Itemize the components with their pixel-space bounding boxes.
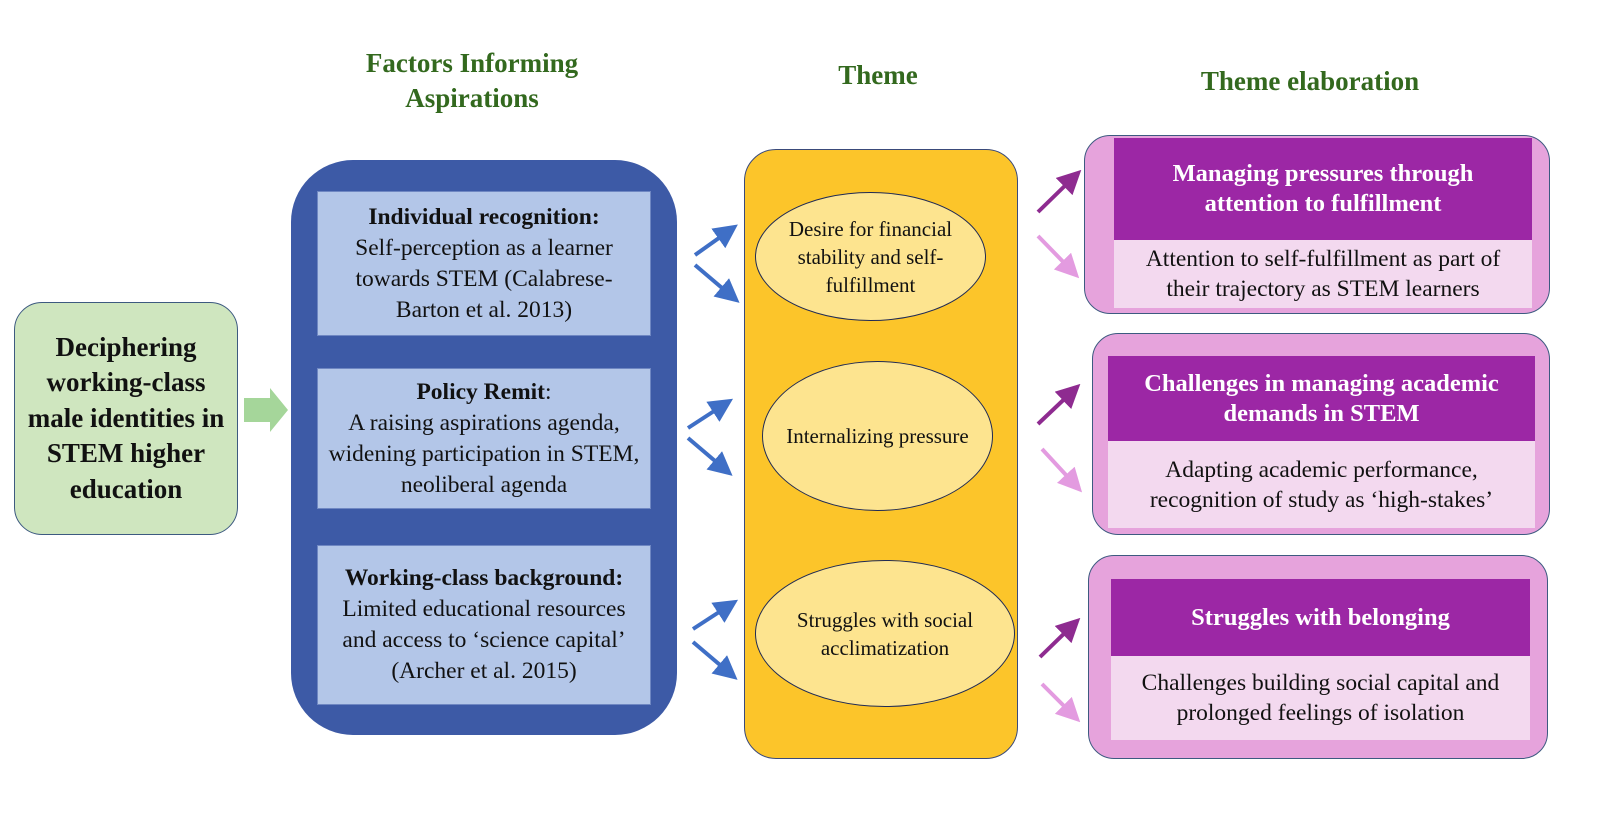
source-box: Deciphering working-class male identitie…: [14, 302, 238, 535]
factor-title: Individual recognition:: [368, 203, 600, 230]
factor-text: Limited educational resources and access…: [342, 596, 626, 684]
theme-text: Internalizing pressure: [786, 424, 969, 448]
factor-text: A raising aspirations agenda, widening p…: [328, 409, 640, 498]
arrow-up-icon: [691, 599, 739, 631]
factor-box-policy-remit: Policy Remit: A raising aspirations agen…: [317, 368, 651, 509]
factor-title-suffix: :: [545, 378, 552, 405]
arrow-up-icon: [1038, 617, 1081, 659]
factor-title: Policy Remit: [416, 378, 546, 405]
arrow-up-icon: [693, 224, 738, 257]
input-arrow-icon: [244, 388, 288, 432]
heading-theme: Theme: [838, 60, 918, 90]
elaboration-header: Managing pressures through attention to …: [1114, 138, 1532, 240]
arrow-down-icon: [691, 640, 738, 680]
elaboration-text: Adapting academic performance, recogniti…: [1149, 456, 1494, 513]
factor-text: Self-perception as a learner towards STE…: [355, 234, 613, 323]
arrow-up-icon: [1036, 169, 1082, 214]
elaboration-title: Challenges in managing academic demands …: [1144, 369, 1499, 427]
arrow-down-icon: [686, 436, 733, 476]
factor-title: Working-class background:: [344, 565, 624, 591]
elaboration-body: Attention to self-fulfillment as part of…: [1114, 240, 1532, 308]
theme-oval-social-acclimatization: Struggles with social acclimatization: [755, 560, 1015, 707]
theme-oval-financial-stability: Desire for financial stability and self-…: [755, 192, 986, 321]
elaboration-header: Struggles with belonging: [1111, 579, 1530, 656]
factor-box-working-class-background: Working-class background: Limited educat…: [317, 545, 651, 705]
factor-box-individual-recognition: Individual recognition: Self-perception …: [317, 191, 651, 336]
arrow-down-icon: [1040, 682, 1081, 723]
arrow-down-icon: [693, 263, 740, 303]
elaboration-title: Struggles with belonging: [1191, 603, 1450, 631]
arrow-up-icon: [1036, 383, 1081, 426]
heading-elaboration: Theme elaboration: [1200, 66, 1420, 96]
arrow-down-icon: [1040, 447, 1083, 493]
elaboration-text: Challenges building social capital and p…: [1141, 670, 1500, 726]
elaboration-body: Adapting academic performance, recogniti…: [1108, 441, 1535, 528]
elaboration-header: Challenges in managing academic demands …: [1108, 356, 1535, 441]
elaboration-title: Managing pressures through attention to …: [1172, 160, 1474, 217]
elaboration-text: Attention to self-fulfillment as part of…: [1145, 246, 1501, 302]
heading-factors: Factors Informing Aspirations: [365, 48, 579, 113]
source-text: Deciphering working-class male identitie…: [27, 331, 225, 504]
theme-text: Desire for financial stability and self-…: [788, 216, 953, 297]
elaboration-body: Challenges building social capital and p…: [1111, 656, 1530, 740]
arrow-up-icon: [686, 398, 734, 430]
arrow-down-icon: [1036, 234, 1080, 279]
theme-oval-internalizing-pressure: Internalizing pressure: [762, 361, 993, 511]
theme-text: Struggles with social acclimatization: [796, 607, 974, 660]
